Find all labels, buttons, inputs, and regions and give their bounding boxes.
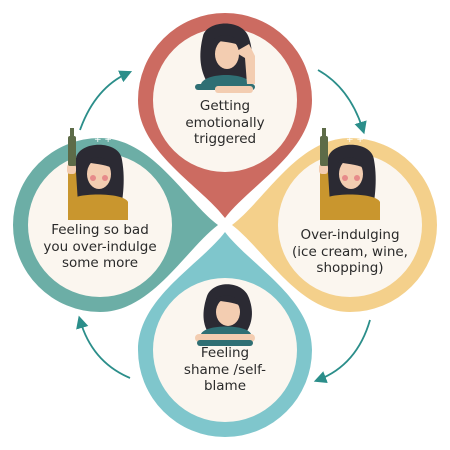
svg-text:+ +: + + [94, 135, 112, 145]
arrow-bottom-to-left [76, 315, 131, 379]
wine-bottle-icon [320, 128, 328, 166]
arrow-left-to-top [79, 70, 133, 131]
label-line: emotionally [185, 114, 265, 131]
label-line: triggered [193, 131, 257, 147]
stage-label-bottom: Feeling shame /self- blame [160, 345, 290, 395]
stage-label-top: Getting emotionally triggered [160, 98, 290, 148]
svg-text:+ +: + + [346, 135, 364, 145]
label-line: blame [203, 378, 247, 394]
stage-label-left: Feeling so bad you over-indulge some mor… [30, 222, 170, 272]
arrow-right-to-bottom [313, 319, 371, 383]
woman-head-in-hand-icon [195, 23, 255, 93]
label-line: Feeling [200, 345, 250, 361]
petal-right [232, 138, 437, 312]
woman-head-down-on-arms-icon [195, 284, 255, 346]
label-line: Feeling so bad [51, 222, 149, 238]
woman-raising-wine-bottle-icon: + + [67, 128, 128, 220]
label-line: Over-indulging [300, 227, 400, 243]
petal-left [13, 138, 218, 312]
label-line: (ice cream, wine, [292, 243, 408, 260]
label-line: shame /self- [183, 361, 267, 378]
label-line: you over-indulge [43, 238, 157, 255]
arrow-top-to-right [317, 69, 367, 135]
label-line: some more [61, 255, 138, 271]
wine-bottle-icon [68, 128, 76, 166]
stage-label-right: Over-indulging (ice cream, wine, shoppin… [280, 227, 420, 277]
label-line: shopping) [316, 260, 384, 276]
woman-raising-wine-bottle-icon: + + [319, 128, 380, 220]
label-line: Getting [199, 98, 251, 114]
cycle-arrows [76, 69, 371, 383]
petal-top [138, 13, 312, 218]
